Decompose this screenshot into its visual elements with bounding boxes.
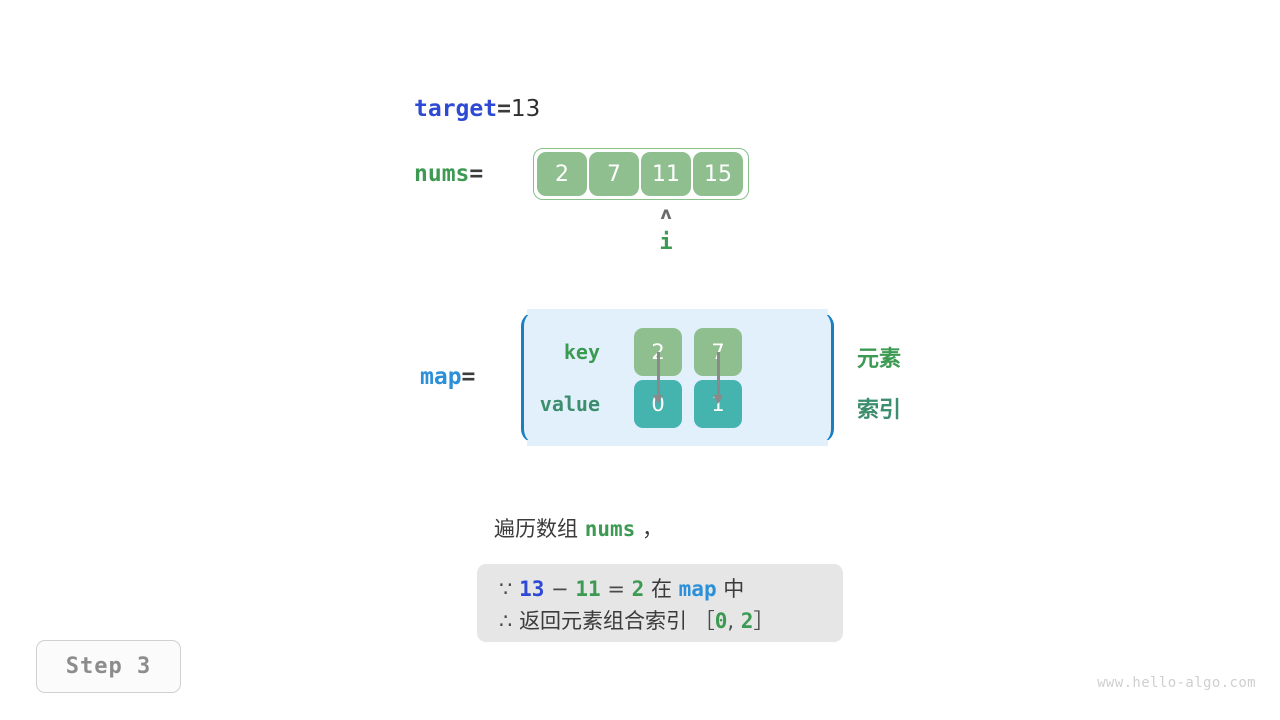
callout-map-name: map xyxy=(678,577,717,601)
callout-comma: , xyxy=(727,609,735,633)
nums-array-container: 2 7 11 15 xyxy=(533,148,749,200)
callout-operand-a: 13 xyxy=(519,577,545,601)
side-label-index: 索引 xyxy=(857,398,902,423)
target-declaration: target=13 xyxy=(414,92,540,126)
callout-in-text: 在 xyxy=(650,577,672,601)
target-equals-sign: = xyxy=(497,96,511,122)
array-cell: 11 xyxy=(641,152,691,196)
bracket-close: ］ xyxy=(753,609,775,633)
caret-up-icon: ʌ xyxy=(660,204,672,224)
map-row-label-key: key xyxy=(563,340,600,364)
minus-symbol: − xyxy=(551,577,569,601)
caption-code-nums: nums xyxy=(584,517,636,541)
map-row-label-value: value xyxy=(539,392,600,416)
callout-box: ∵ 13 − 11 = 2 在 map 中 ∴ 返回元素组合索引 ［0, 2］ xyxy=(477,564,843,642)
callout-result: 2 xyxy=(631,577,645,601)
caption-prefix: 遍历数组 xyxy=(494,517,585,541)
callout-line-therefore: ∴ 返回元素组合索引 ［0, 2］ xyxy=(499,605,821,637)
map-key-cell: 7 xyxy=(694,328,742,376)
pointer-label-i: i xyxy=(659,230,673,255)
target-variable-name: target xyxy=(414,96,498,122)
because-symbol: ∵ xyxy=(499,577,513,601)
callout-operand-b: 11 xyxy=(575,577,601,601)
array-cell: 7 xyxy=(589,152,639,196)
caption-suffix: ， xyxy=(635,517,663,541)
therefore-symbol: ∴ xyxy=(499,609,513,633)
watermark: www.hello-algo.com xyxy=(1097,675,1256,691)
caption-traverse-array: 遍历数组 nums ， xyxy=(494,513,663,543)
callout-index-1: 2 xyxy=(740,609,754,633)
callout-index-0: 0 xyxy=(714,609,728,633)
step-badge: Step 3 xyxy=(36,640,181,693)
bracket-open: ［ xyxy=(693,609,715,633)
callout-return-text: 返回元素组合索引 xyxy=(519,609,688,633)
nums-declaration: nums= xyxy=(414,150,483,198)
map-equals-sign: = xyxy=(461,364,476,390)
target-value: 13 xyxy=(510,96,541,122)
side-label-element: 元素 xyxy=(857,347,902,372)
key-to-value-arrow-icon xyxy=(713,352,722,404)
array-cell: 15 xyxy=(693,152,743,196)
map-variable-name: map xyxy=(420,364,462,390)
key-to-value-arrow-icon xyxy=(653,352,662,404)
callout-line-because: ∵ 13 − 11 = 2 在 map 中 xyxy=(499,573,821,605)
nums-equals-sign: = xyxy=(469,161,484,187)
callout-tail-text: 中 xyxy=(723,577,745,601)
array-cell: 2 xyxy=(537,152,587,196)
map-declaration: map= xyxy=(420,360,475,394)
equals-symbol: = xyxy=(607,577,625,601)
nums-variable-name: nums xyxy=(414,161,470,187)
index-pointer: ʌ i xyxy=(645,206,687,254)
